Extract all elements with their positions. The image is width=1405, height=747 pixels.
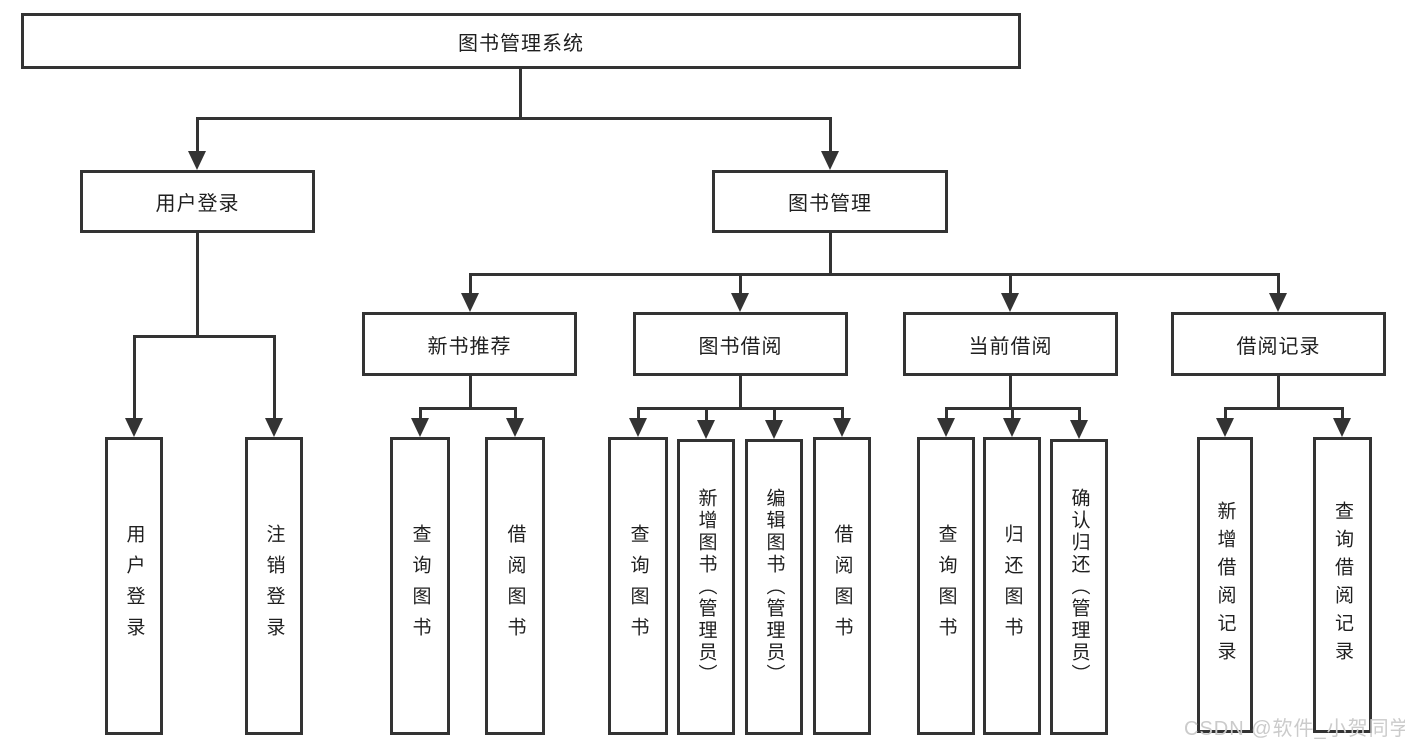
connector-line xyxy=(469,273,1280,276)
arrow-down-icon xyxy=(461,293,479,312)
connector-line xyxy=(419,407,517,410)
connector-line xyxy=(1008,273,1012,295)
connector-line xyxy=(944,407,948,420)
node-root: 图书管理系统 xyxy=(21,13,1021,69)
connector-line xyxy=(1224,407,1343,410)
leaf-edit-book-admin: 编辑图书（管理员） xyxy=(745,439,803,735)
connector-line xyxy=(518,69,522,118)
leaf-query-book-current-label: 查询图书 xyxy=(935,524,957,648)
arrow-down-icon xyxy=(188,151,206,170)
connector-line xyxy=(637,407,843,410)
leaf-logout: 注销登录 xyxy=(245,437,303,735)
leaf-borrow-book-recommend-label: 借阅图书 xyxy=(504,524,526,648)
connector-line xyxy=(133,335,275,338)
leaf-user-login-label: 用户登录 xyxy=(123,524,145,648)
connector-line xyxy=(1010,407,1014,420)
arrow-down-icon xyxy=(821,151,839,170)
leaf-query-borrow-record-label: 查询借阅记录 xyxy=(1332,501,1353,669)
node-book-borrow: 图书借阅 xyxy=(633,312,848,376)
connector-line xyxy=(418,407,422,420)
connector-line xyxy=(828,117,832,153)
connector-line xyxy=(1008,376,1012,409)
connector-line xyxy=(1276,273,1280,295)
connector-line xyxy=(738,376,742,409)
leaf-add-book-admin-label: 新增图书（管理员） xyxy=(695,488,717,686)
arrow-down-icon xyxy=(1269,293,1287,312)
leaf-return-book-label: 归还图书 xyxy=(1001,524,1023,648)
connector-line xyxy=(132,335,136,420)
leaf-logout-label: 注销登录 xyxy=(263,524,285,648)
csdn-watermark: CSDN @软件_小贺同学 xyxy=(1184,718,1405,740)
connector-line xyxy=(738,273,742,295)
node-new-book-recommend-label: 新书推荐 xyxy=(427,335,512,358)
leaf-add-borrow-record-label: 新增借阅记录 xyxy=(1214,501,1236,669)
node-current-borrow: 当前借阅 xyxy=(903,312,1118,376)
leaf-borrow-book-label: 借阅图书 xyxy=(831,524,853,648)
connector-line xyxy=(195,233,199,337)
connector-line xyxy=(636,407,640,420)
leaf-confirm-return-admin-label: 确认归还（管理员） xyxy=(1068,488,1090,686)
arrow-down-icon xyxy=(937,418,955,437)
arrow-down-icon xyxy=(765,420,783,439)
connector-line xyxy=(468,376,472,409)
node-borrow-records: 借阅记录 xyxy=(1171,312,1386,376)
node-current-borrow-label: 当前借阅 xyxy=(968,335,1053,358)
connector-line xyxy=(1077,407,1081,422)
connector-line xyxy=(1340,407,1344,420)
leaf-query-book-borrow: 查询图书 xyxy=(608,437,668,735)
connector-line xyxy=(840,407,844,420)
node-book-borrow-label: 图书借阅 xyxy=(698,335,783,358)
connector-line xyxy=(772,407,776,422)
leaf-return-book: 归还图书 xyxy=(983,437,1041,735)
leaf-add-borrow-record: 新增借阅记录 xyxy=(1197,437,1253,733)
connector-line xyxy=(828,233,832,274)
node-root-label: 图书管理系统 xyxy=(458,32,584,55)
arrow-down-icon xyxy=(1216,418,1234,437)
leaf-query-borrow-record: 查询借阅记录 xyxy=(1313,437,1372,733)
arrow-down-icon xyxy=(265,418,283,437)
node-user-login-label: 用户登录 xyxy=(155,193,240,215)
leaf-query-book-borrow-label: 查询图书 xyxy=(627,524,649,648)
arrow-down-icon xyxy=(697,420,715,439)
connector-line xyxy=(196,117,832,120)
connector-line xyxy=(195,117,199,153)
connector-line xyxy=(704,407,708,422)
arrow-down-icon xyxy=(1003,418,1021,437)
arrow-down-icon xyxy=(1001,293,1019,312)
connector-line xyxy=(1223,407,1227,420)
leaf-add-book-admin: 新增图书（管理员） xyxy=(677,439,735,735)
connector-line xyxy=(1276,376,1280,409)
leaf-confirm-return-admin: 确认归还（管理员） xyxy=(1050,439,1108,735)
connector-line xyxy=(272,335,276,420)
leaf-borrow-book-recommend: 借阅图书 xyxy=(485,437,545,735)
leaf-edit-book-admin-label: 编辑图书（管理员） xyxy=(763,488,785,686)
arrow-down-icon xyxy=(506,418,524,437)
arrow-down-icon xyxy=(125,418,143,437)
arrow-down-icon xyxy=(629,418,647,437)
leaf-query-book-recommend: 查询图书 xyxy=(390,437,450,735)
node-user-login: 用户登录 xyxy=(80,170,315,233)
node-book-management-label: 图书管理 xyxy=(788,193,872,215)
arrow-down-icon xyxy=(833,418,851,437)
arrow-down-icon xyxy=(731,293,749,312)
node-new-book-recommend: 新书推荐 xyxy=(362,312,577,376)
leaf-user-login: 用户登录 xyxy=(105,437,163,735)
connector-line xyxy=(513,407,517,420)
node-borrow-records-label: 借阅记录 xyxy=(1236,335,1321,358)
leaf-borrow-book: 借阅图书 xyxy=(813,437,871,735)
leaf-query-book-current: 查询图书 xyxy=(917,437,975,735)
connector-line xyxy=(468,273,472,295)
arrow-down-icon xyxy=(1333,418,1351,437)
node-book-management: 图书管理 xyxy=(712,170,948,233)
leaf-query-book-recommend-label: 查询图书 xyxy=(409,524,431,648)
arrow-down-icon xyxy=(1070,420,1088,439)
arrow-down-icon xyxy=(411,418,429,437)
